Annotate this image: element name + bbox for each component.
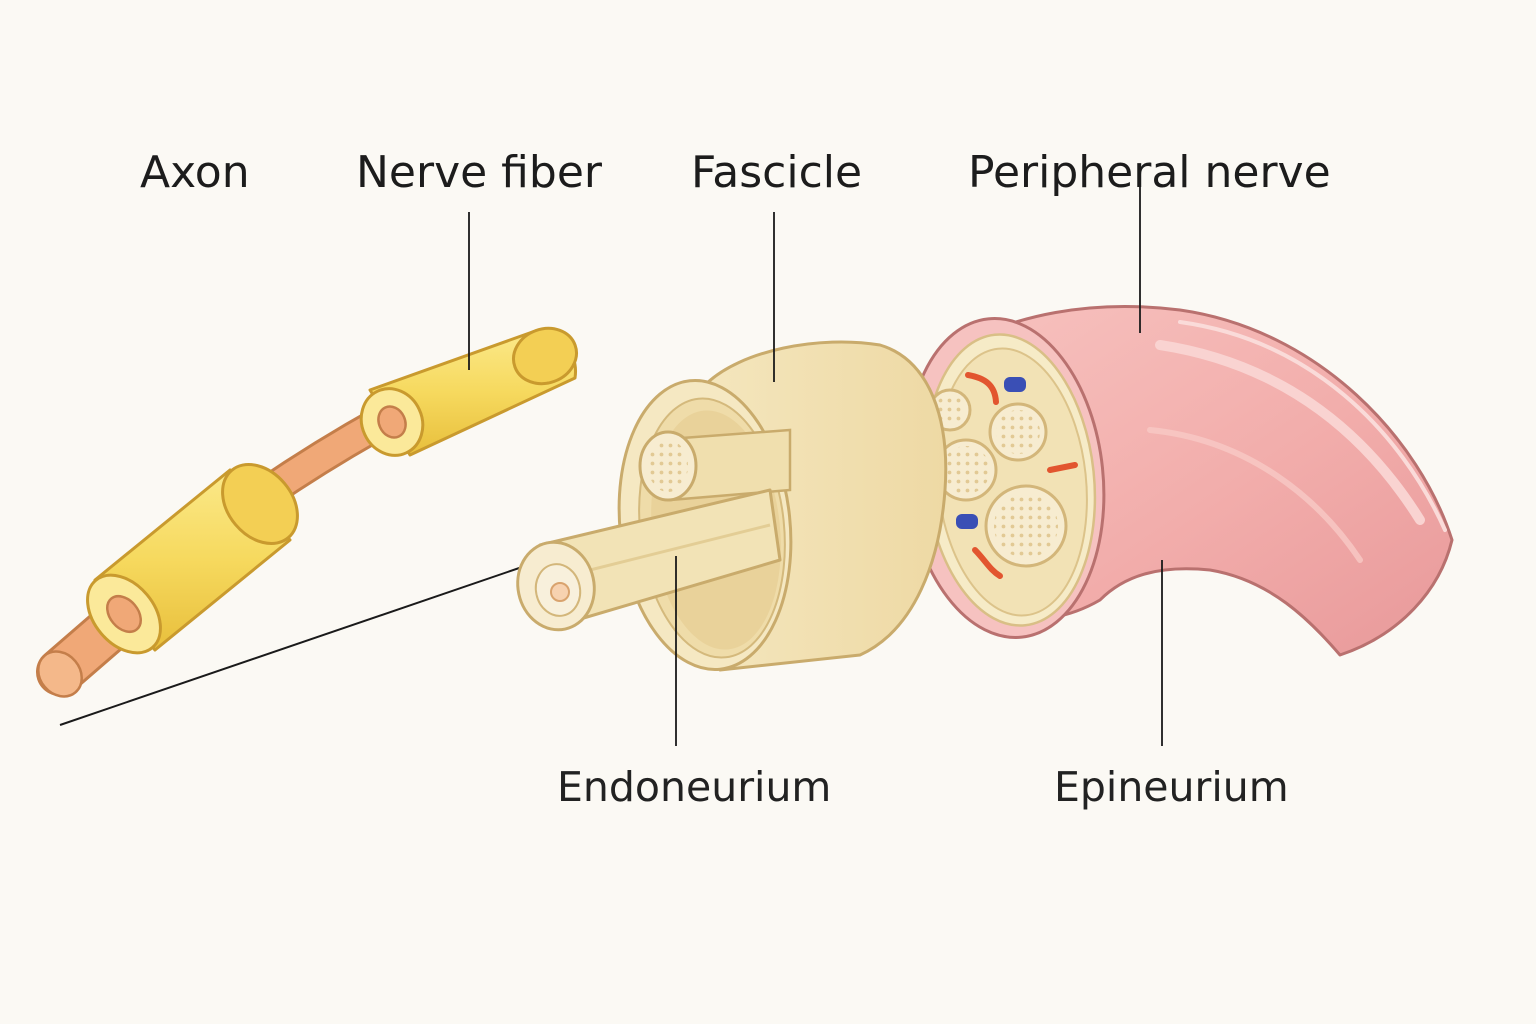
label-endoneurium: Endoneurium: [557, 763, 832, 811]
peripheral-nerve-illustration: [904, 305, 1454, 657]
blood-vessels: [956, 372, 1078, 579]
myelin-sheath-upper: [359, 326, 578, 457]
myelin-sheath-lower: [86, 463, 299, 655]
axon-leader-line: [59, 564, 529, 726]
endoneurium-fiber: [516, 488, 782, 632]
label-peripheral-nerve: Peripheral nerve: [968, 147, 1331, 198]
nerve-fiber-illustration: [36, 326, 578, 698]
label-leader-lines: [468, 182, 1163, 746]
label-nerve-fiber: Nerve fiber: [356, 147, 602, 198]
label-axon: Axon: [140, 147, 250, 198]
fascicle-illustration: [516, 340, 948, 672]
label-epineurium: Epineurium: [1054, 763, 1289, 811]
inner-fascicles: [928, 388, 1068, 568]
label-fascicle: Fascicle: [691, 147, 863, 198]
